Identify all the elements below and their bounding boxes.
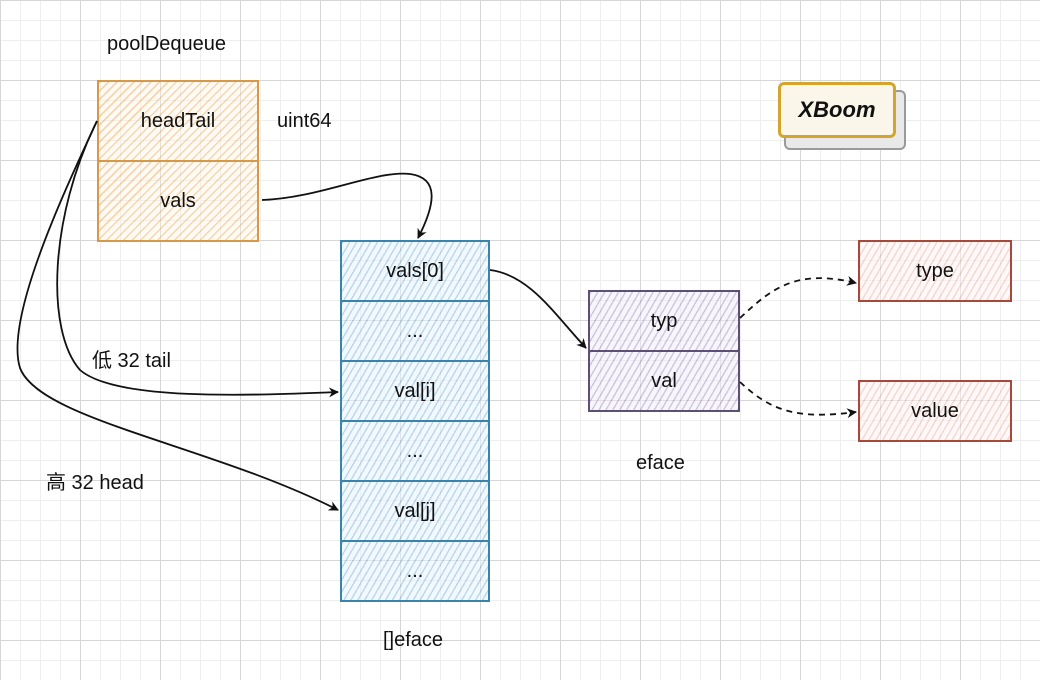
slice-cell-label: ... bbox=[406, 319, 424, 342]
slice-cell-label: val[j] bbox=[394, 499, 436, 522]
slice-cell-3: ... bbox=[340, 420, 490, 482]
logo-badge: XBoom bbox=[778, 82, 896, 138]
value-box: value bbox=[858, 380, 1012, 442]
head-tail-type-label: uint64 bbox=[277, 110, 332, 132]
slice-cell-label: vals[0] bbox=[386, 259, 444, 282]
tail-arrow bbox=[56, 120, 339, 398]
type-box: type bbox=[858, 240, 1012, 302]
pool-dequeue-title: poolDequeue bbox=[107, 33, 226, 55]
value-box-label: value bbox=[911, 399, 959, 422]
slice-cell-1: ... bbox=[340, 300, 490, 362]
eface-caption: eface bbox=[636, 452, 685, 474]
slice-cell-label: ... bbox=[406, 559, 424, 582]
logo-text: XBoom bbox=[798, 97, 876, 122]
eface-val-cell: val bbox=[588, 350, 740, 412]
eface-val-label: val bbox=[651, 369, 677, 392]
vals-to-slice-arrow bbox=[261, 172, 433, 239]
vals-label: vals bbox=[160, 189, 196, 212]
slice-cell-0: vals[0] bbox=[340, 240, 490, 302]
eface-typ-label: typ bbox=[650, 309, 678, 332]
head-arrow bbox=[16, 120, 339, 511]
slice-to-eface-arrow bbox=[489, 269, 587, 349]
slice-cell-label: val[i] bbox=[394, 379, 436, 402]
tail-annotation: 低 32 tail bbox=[92, 350, 171, 372]
slice-caption: []eface bbox=[383, 629, 444, 651]
typ-to-type-arrow bbox=[739, 275, 857, 319]
slice-cell-label: ... bbox=[406, 439, 424, 462]
head-annotation: 高 32 head bbox=[46, 472, 144, 494]
type-box-label: type bbox=[916, 259, 954, 282]
val-to-value-arrow bbox=[739, 381, 857, 419]
slice-cell-5: ... bbox=[340, 540, 490, 602]
head-tail-label: headTail bbox=[140, 109, 216, 132]
vals-cell: vals bbox=[97, 160, 259, 242]
slice-cell-2: val[i] bbox=[340, 360, 490, 422]
xboom-logo: XBoom bbox=[776, 80, 906, 150]
slice-cell-4: val[j] bbox=[340, 480, 490, 542]
